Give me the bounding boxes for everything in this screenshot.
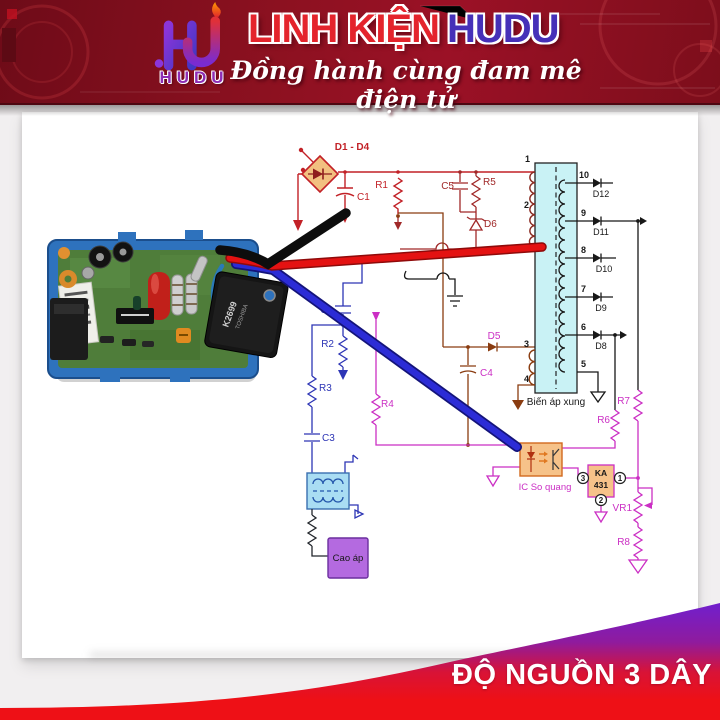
tagline: Đồng hành cùng đam mê điện tử bbox=[230, 56, 582, 114]
header-pattern bbox=[0, 0, 720, 100]
content-card bbox=[22, 112, 698, 658]
banner-title: ĐỘ NGUỒN 3 DÂY bbox=[452, 659, 712, 691]
banner-swoosh bbox=[0, 603, 720, 720]
title-hudu: HUDU bbox=[447, 7, 560, 51]
card-bottom-shadow bbox=[90, 652, 635, 658]
logo-monogram-icon bbox=[154, 2, 221, 71]
flame-icon bbox=[212, 2, 221, 17]
title-linh-kien: LINH KIỆN bbox=[248, 7, 440, 51]
hudu-logo: HUDU bbox=[138, 2, 250, 100]
header-drop-shadow bbox=[0, 105, 720, 116]
logo-wordmark: HUDU bbox=[159, 68, 229, 87]
